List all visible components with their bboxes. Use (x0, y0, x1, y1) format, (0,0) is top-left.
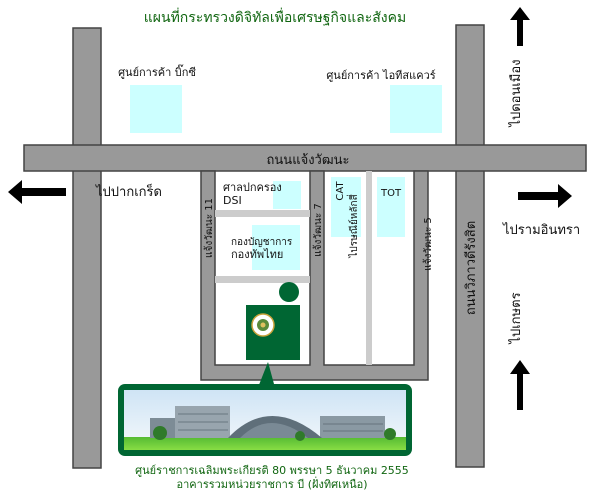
arrow-up-icon (510, 7, 530, 46)
landmark-blocks (130, 85, 442, 270)
label-admin-court: ศาลปกครอง (223, 181, 282, 194)
block-divider-2 (215, 276, 310, 283)
caption-line-2: อาคารรวมหน่วยราชการ บี (ฝั่งทิศเหนือ) (177, 476, 368, 491)
photo-lawn (124, 437, 406, 450)
map-title: แผนที่กระทรวงดิจิทัลเพื่อเศรษฐกิจและสังค… (144, 8, 406, 26)
photo-dome-inner (240, 423, 308, 438)
vibhavadi-road (455, 24, 485, 468)
cat-block (331, 177, 361, 237)
label-big-c: ศูนย์การค้า บิ๊กซี (118, 64, 196, 79)
label-royal-armed-forces: กองทัพไทย (231, 248, 283, 261)
road-label-soi-7: แจ้งวัฒนะ 7 (312, 203, 324, 257)
big-c-block (130, 85, 182, 133)
building-photo (118, 384, 412, 456)
label-lak-si-post: ไปรษณีย์หลักสี่ (346, 194, 360, 258)
ministry-emblem-icon (251, 313, 275, 337)
block-divider-3 (366, 171, 372, 365)
arrow-right-icon (518, 184, 572, 208)
direction-label-south: ไปเกษตร (508, 292, 524, 344)
photo-windows (178, 413, 383, 432)
direction-label-north: ไปดอนเมือง (508, 59, 524, 127)
road-label-soi-5: แจ้งวัฒนะ 5 (422, 217, 434, 271)
road-label-chaeng-watthana: ถนนแจ้งวัฒนะ (267, 153, 350, 168)
dsi-block (273, 181, 301, 209)
soi-loop-road (200, 170, 429, 381)
arrow-left-icon (8, 180, 66, 204)
label-it-square: ศูนย์การค้า ไอทีสแควร์ (326, 69, 435, 82)
road-network (23, 24, 587, 469)
ministry-marker-dot (279, 282, 299, 302)
road-label-soi-11: แจ้งวัฒนะ 11 (203, 198, 215, 258)
label-dsi: DSI (223, 194, 242, 207)
army-hq-block (252, 225, 300, 270)
direction-label-east: ไปรามอินทรา (502, 222, 580, 238)
tot-block (377, 177, 405, 237)
direction-label-west: ไปปากเกร็ด (95, 182, 162, 200)
arrow-down-icon (510, 360, 530, 410)
chaeng-watthana-road (23, 144, 587, 172)
label-tot: TOT (380, 188, 402, 199)
photo-block-right (320, 416, 385, 438)
caption-line-1: ศูนย์ราชการเฉลิมพระเกียรติ 80 พรรษา 5 ธั… (135, 464, 409, 477)
photo-trees (153, 426, 396, 441)
direction-arrows (8, 7, 572, 410)
left-road (72, 27, 102, 469)
label-cat: CAT (335, 181, 346, 201)
road-label-vibhavadi: ถนนวิภาวดีรังสิต (463, 221, 479, 315)
it-square-block (390, 85, 442, 133)
block-divider-1 (215, 210, 310, 217)
label-command-hq: กองบัญชาการ (231, 237, 293, 248)
